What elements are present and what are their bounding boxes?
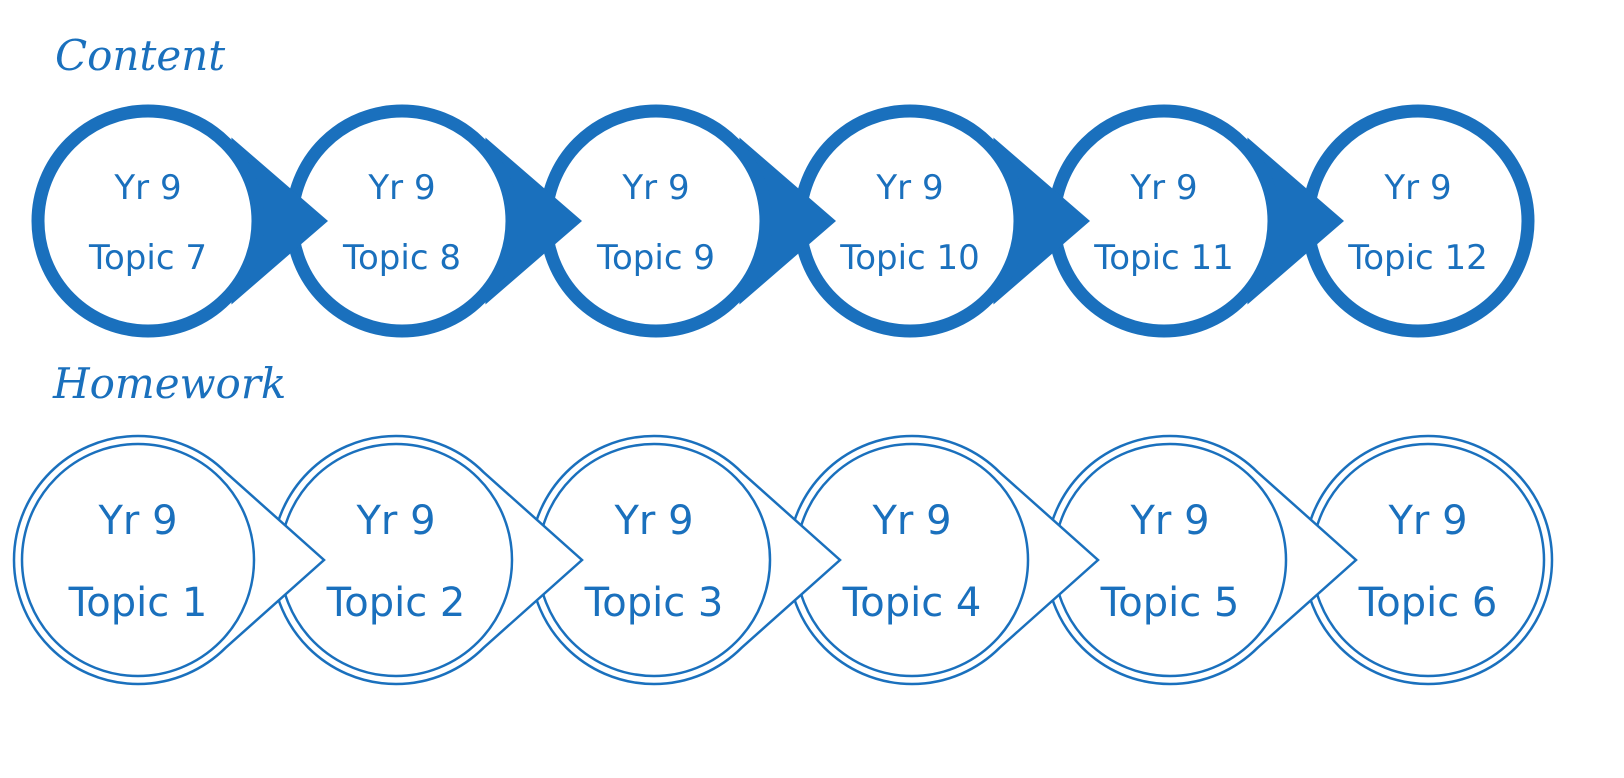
- topic-node: Yr 9 Topic 9: [539, 104, 836, 338]
- node-topic-label: Topic 1: [68, 580, 208, 626]
- topic-node: Yr 9 Topic 2: [270, 434, 584, 686]
- topic-node: Yr 9 Topic 11: [1047, 104, 1344, 338]
- homework-row: Homework Yr 9 Topic 6 Yr 9 Topic 5 Yr 9 Topic…: [12, 359, 1554, 686]
- topic-node: Yr 9 Topic 7: [31, 104, 328, 338]
- node-year-label: Yr 9: [1129, 168, 1197, 208]
- topic-node: Yr 9 Topic 4: [786, 434, 1100, 686]
- node-year-label: Yr 9: [355, 498, 435, 544]
- node-topic-label: Topic 10: [839, 238, 980, 278]
- node-topic-label: Topic 5: [1100, 580, 1240, 626]
- node-year-label: Yr 9: [97, 498, 177, 544]
- homework-label: Homework: [52, 359, 286, 408]
- node-topic-label: Topic 7: [88, 238, 207, 278]
- node-inner-circle: [20, 442, 256, 678]
- content-label: Content: [55, 31, 225, 80]
- topic-node: Yr 9 Topic 1: [12, 434, 326, 686]
- node-topic-label: Topic 12: [1347, 238, 1488, 278]
- node-topic-label: Topic 4: [842, 580, 982, 626]
- node-topic-label: Topic 11: [1093, 238, 1234, 278]
- node-year-label: Yr 9: [367, 168, 435, 208]
- node-year-label: Yr 9: [871, 498, 951, 544]
- topic-node: Yr 9 Topic 10: [793, 104, 1090, 338]
- node-year-label: Yr 9: [1387, 498, 1467, 544]
- node-year-label: Yr 9: [613, 498, 693, 544]
- content-row: Content Yr 9 Topic 12 Yr 9 Topic 11 Yr 9 Topi…: [31, 31, 1535, 338]
- node-circle: [31, 104, 265, 338]
- node-topic-label: Topic 3: [584, 580, 724, 626]
- node-topic-label: Topic 8: [342, 238, 461, 278]
- node-year-label: Yr 9: [1129, 498, 1209, 544]
- topic-node: Yr 9 Topic 5: [1044, 434, 1358, 686]
- node-year-label: Yr 9: [621, 168, 689, 208]
- node-outline-with-arrow: [12, 434, 326, 686]
- topic-node: Yr 9 Topic 12: [1301, 104, 1535, 338]
- node-year-label: Yr 9: [1383, 168, 1451, 208]
- node-topic-label: Topic 2: [326, 580, 466, 626]
- topic-node: Yr 9 Topic 8: [285, 104, 582, 338]
- topic-node: Yr 9 Topic 3: [528, 434, 842, 686]
- node-year-label: Yr 9: [875, 168, 943, 208]
- topic-node: Yr 9 Topic 6: [1302, 434, 1554, 686]
- node-topic-label: Topic 9: [596, 238, 715, 278]
- node-year-label: Yr 9: [113, 168, 181, 208]
- node-topic-label: Topic 6: [1358, 580, 1498, 626]
